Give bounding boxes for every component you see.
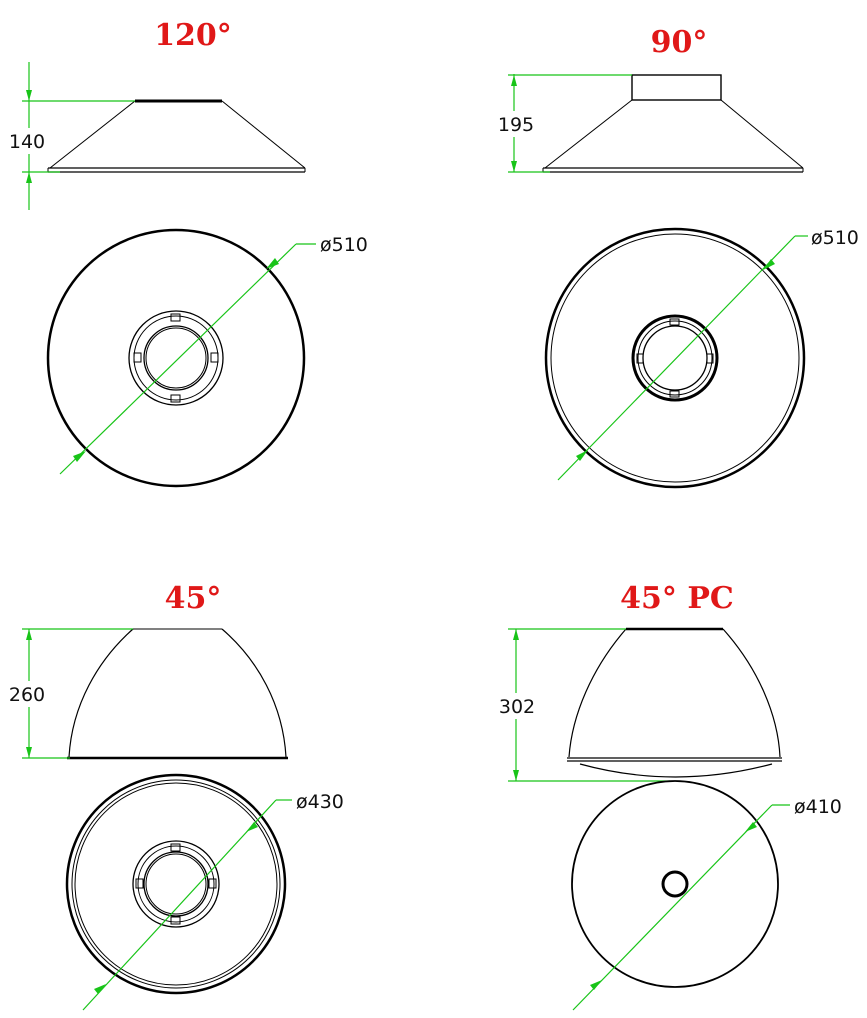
reflector-120-top-view xyxy=(46,228,306,488)
reflector-120-height-label: 140 xyxy=(9,131,45,153)
reflector-90-side-view xyxy=(542,74,804,173)
reflector-120-height-dimension: 140 xyxy=(4,62,135,210)
reflector-45pc-diameter-dimension: ø410 xyxy=(572,796,842,1011)
reflector-120-diameter-dimension: ø510 xyxy=(59,234,368,475)
reflector-45pc-height-label: 302 xyxy=(499,696,535,718)
reflector-45pc-height-dimension: 302 xyxy=(494,628,670,782)
reflector-120-side-view xyxy=(47,99,306,173)
reflector-45pc-side-view xyxy=(567,627,782,778)
reflector-90-group: 90° 195 xyxy=(493,25,859,489)
reflector-45-top-view xyxy=(65,773,287,995)
reflector-90-title: 90° xyxy=(651,25,708,60)
reflector-90-top-view xyxy=(544,227,806,489)
reflector-45-side-view xyxy=(67,628,288,760)
reflector-45pc-group: 45° PC 302 ø410 xyxy=(494,581,842,1011)
reflector-45pc-top-view xyxy=(571,780,779,988)
reflector-45-height-label: 260 xyxy=(9,684,45,706)
reflector-45pc-title: 45° PC xyxy=(620,581,734,616)
reflector-90-height-label: 195 xyxy=(498,114,534,136)
reflector-45-title: 45° xyxy=(165,581,222,616)
reflector-45-diameter-label: ø430 xyxy=(296,791,344,813)
reflector-90-diameter-dimension: ø510 xyxy=(557,227,859,481)
reflector-90-height-dimension: 195 xyxy=(493,74,632,173)
reflector-120-group: 120° 140 xyxy=(4,18,368,488)
reflector-45-height-dimension: 260 xyxy=(4,628,133,759)
reflector-45pc-diameter-label: ø410 xyxy=(794,796,842,818)
reflector-90-diameter-label: ø510 xyxy=(811,227,859,249)
reflector-45-diameter-dimension: ø430 xyxy=(82,791,344,1011)
reflector-45-group: 45° 260 xyxy=(4,581,344,1011)
reflector-120-title: 120° xyxy=(154,18,232,53)
reflector-120-diameter-label: ø510 xyxy=(320,234,368,256)
